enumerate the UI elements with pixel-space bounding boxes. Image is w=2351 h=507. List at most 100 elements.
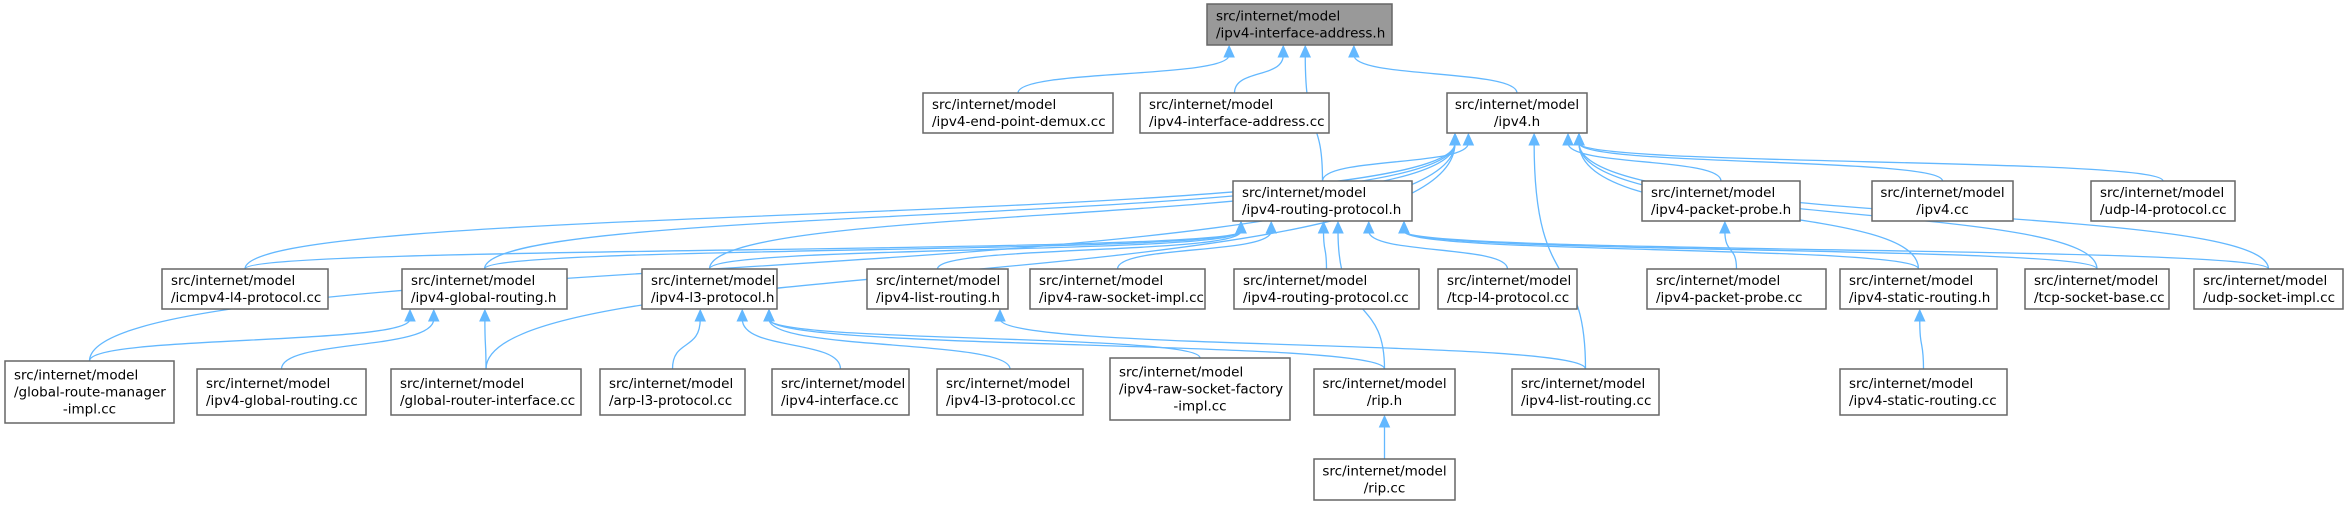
graph-node[interactable]: src/internet/model/ipv4-end-point-demux.… <box>922 92 1114 134</box>
graph-node[interactable]: src/internet/model/ipv4-raw-socket-impl.… <box>1029 268 1206 310</box>
node-label-line: /global-route-manager <box>14 385 166 401</box>
arrowhead-icon <box>994 308 1006 322</box>
graph-node[interactable]: src/internet/model/ipv4-packet-probe.cc <box>1646 268 1827 310</box>
graph-node[interactable]: src/internet/model/tcp-socket-base.cc <box>2024 268 2170 310</box>
graph-node-root: src/internet/model/ipv4-interface-addres… <box>1206 3 1393 46</box>
graph-node[interactable]: src/internet/model/ipv4-l3-protocol.cc <box>936 368 1084 416</box>
graph-node[interactable]: src/internet/model/ipv4-list-routing.cc <box>1511 368 1660 416</box>
graph-node[interactable]: src/internet/model/ipv4-raw-socket-facto… <box>1109 357 1291 421</box>
arrowhead-icon <box>1398 220 1410 234</box>
arrowhead-icon <box>1299 44 1312 58</box>
node-label-line: src/internet/model <box>1322 376 1446 392</box>
node-box <box>2024 268 2170 310</box>
dependency-edge-gri-to-gr_h <box>484 318 487 370</box>
graph-node[interactable]: src/internet/model/ipv4-l3-protocol.h <box>641 268 778 310</box>
node-label-line: src/internet/model <box>1849 273 1973 289</box>
dependency-edge-tcpl4-to-rp_h <box>1368 230 1509 270</box>
node-label-line: /ipv4-raw-socket-impl.cc <box>1039 290 1204 306</box>
graph-node[interactable]: src/internet/model/ipv4-routing-protocol… <box>1232 180 1413 222</box>
dependency-edge-raw_impl-to-rp_h <box>1116 230 1272 270</box>
arrowhead-icon <box>763 308 775 322</box>
node-label-line: src/internet/model <box>14 368 138 384</box>
dependency-edge-icmp-to-rp_h <box>244 230 1242 270</box>
graph-node[interactable]: src/internet/model/udp-l4-protocol.cc <box>2090 180 2236 222</box>
node-label-line: src/internet/model <box>1216 9 1340 25</box>
dependency-edge-iface_cc-to-l3_h <box>741 318 842 370</box>
graph-node[interactable]: src/internet/model/ipv4.cc <box>1871 180 2014 222</box>
node-label-line: src/internet/model <box>1849 376 1973 392</box>
dependency-edge-icmp-to-ipv4_h <box>244 142 1456 270</box>
node-label-line: src/internet/model <box>2034 273 2158 289</box>
graph-node[interactable]: src/internet/model/ipv4-static-routing.h <box>1839 268 1998 310</box>
node-box <box>4 360 175 424</box>
node-label-line: src/internet/model <box>1149 97 1273 113</box>
node-box <box>1139 92 1330 134</box>
node-label-line: src/internet/model <box>781 376 905 392</box>
node-box <box>1646 268 1827 310</box>
node-box <box>1446 92 1588 134</box>
arrowhead-icon <box>1913 308 1926 322</box>
graph-node[interactable]: src/internet/model/ipv4-global-routing.h <box>401 268 568 310</box>
node-box <box>390 368 582 416</box>
graph-node[interactable]: src/internet/model/global-router-interfa… <box>390 368 582 416</box>
arrowhead-icon <box>1378 414 1391 428</box>
node-label-line: src/internet/model <box>1521 376 1645 392</box>
node-box <box>641 268 778 310</box>
node-label-line: src/internet/model <box>609 376 733 392</box>
node-label-line: /ipv4.h <box>1494 114 1540 130</box>
graph-node[interactable]: src/internet/model/rip.cc <box>1313 458 1456 501</box>
graph-node[interactable]: src/internet/model/icmpv4-l4-protocol.cc <box>161 268 329 310</box>
graph-node[interactable]: src/internet/model/rip.h <box>1313 368 1456 416</box>
arrowhead-icon <box>1449 132 1461 146</box>
node-label-line: src/internet/model <box>1039 273 1163 289</box>
node-box <box>1029 268 1206 310</box>
dependency-edge-udpsi-to-rp_h <box>1403 230 2270 270</box>
dependency-edge-sr_h-to-rp_h <box>1403 230 1920 270</box>
dependency-edge-demux-to-root <box>1017 54 1230 94</box>
graph-node[interactable]: src/internet/model/ipv4-packet-probe.h <box>1641 180 1801 222</box>
dependency-edge-tcpsb-to-rp_h <box>1403 230 2098 270</box>
dependency-edge-rp_cc-to-rp_h <box>1322 230 1328 270</box>
node-label-line: /udp-socket-impl.cc <box>2203 290 2335 306</box>
node-box <box>1839 268 1998 310</box>
graph-node[interactable]: src/internet/model/arp-l3-protocol.cc <box>599 368 746 416</box>
graph-node[interactable]: src/internet/model/ipv4-routing-protocol… <box>1233 268 1420 310</box>
graph-node[interactable]: src/internet/model/global-route-manager-… <box>4 360 175 424</box>
arrowhead-icon <box>1235 220 1247 234</box>
node-box <box>771 368 910 416</box>
dependency-edge-ifaddr_cc-to-root <box>1233 54 1284 94</box>
node-box <box>1232 180 1413 222</box>
node-label-line: src/internet/model <box>1243 273 1367 289</box>
graph-node[interactable]: src/internet/model/ipv4-interface-addres… <box>1139 92 1330 134</box>
node-label-line: /rip.cc <box>1364 481 1406 497</box>
graph-node[interactable]: src/internet/model/ipv4-list-routing.h <box>866 268 1009 310</box>
node-label-line: /ipv4-global-routing.h <box>411 290 556 306</box>
dependency-edge-l3_h-to-rp_h <box>708 230 1242 270</box>
arrowhead-icon <box>736 308 749 322</box>
dependency-edge-gr_h-to-ipv4_h <box>483 142 1456 270</box>
node-box <box>599 368 746 416</box>
dependency-edge-ipv4_h-to-root <box>1353 54 1518 94</box>
dependency-edge-rp_h-to-ipv4_h <box>1321 142 1470 182</box>
node-box <box>1206 3 1393 46</box>
node-label-line: src/internet/model <box>206 376 330 392</box>
node-label-line: src/internet/model <box>1119 365 1243 381</box>
node-label-line: /ipv4-global-routing.cc <box>206 393 358 409</box>
graph-node[interactable]: src/internet/model/ipv4-static-routing.c… <box>1839 368 2008 416</box>
node-box <box>1871 180 2014 222</box>
graph-node[interactable]: src/internet/model/ipv4-global-routing.c… <box>196 368 367 416</box>
arrowhead-icon <box>1332 220 1344 234</box>
node-label-line: src/internet/model <box>411 273 535 289</box>
dependency-edge-lr_h-to-rp_h <box>936 230 1242 270</box>
node-label-line: src/internet/model <box>1322 464 1446 480</box>
dependency-edge-pp_cc-to-pp_h <box>1724 230 1738 270</box>
node-label-line: -impl.cc <box>1173 399 1226 415</box>
graph-node[interactable]: src/internet/model/udp-socket-impl.cc <box>2193 268 2344 310</box>
arrowhead-icon <box>1719 220 1731 234</box>
graph-node[interactable]: src/internet/model/ipv4-interface.cc <box>771 368 910 416</box>
graph-node[interactable]: src/internet/model/tcp-l4-protocol.cc <box>1437 268 1578 310</box>
graph-node[interactable]: src/internet/model/ipv4.h <box>1446 92 1588 134</box>
node-label-line: /ipv4-interface.cc <box>781 393 899 409</box>
node-box <box>1839 368 2008 416</box>
